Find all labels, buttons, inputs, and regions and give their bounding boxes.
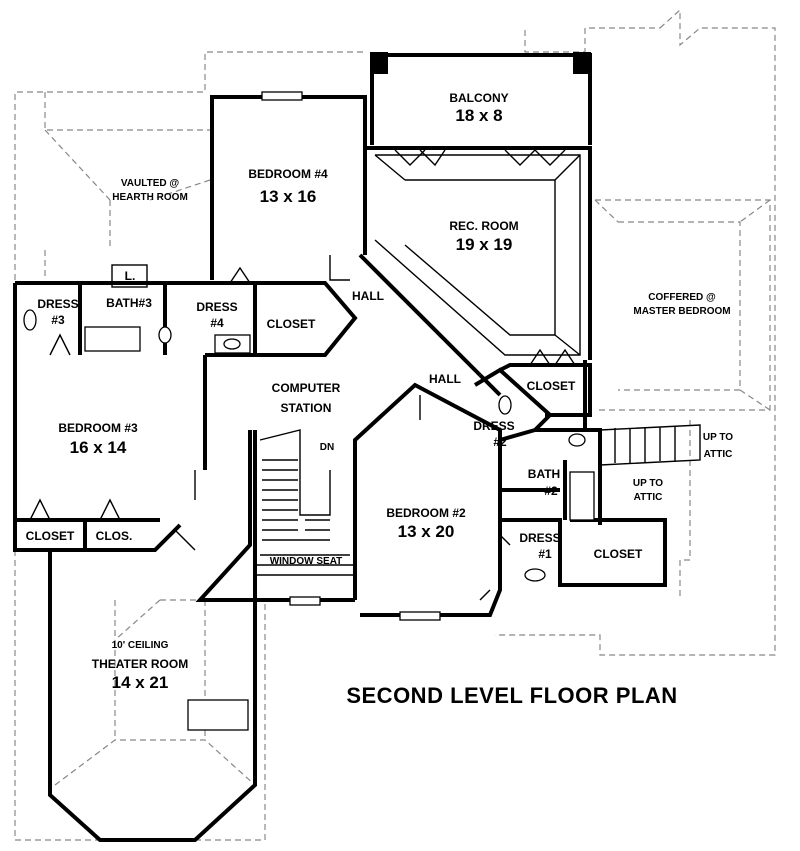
dress3-num: #3: [51, 313, 65, 327]
computer-label-2: STATION: [281, 401, 332, 415]
post-right: [573, 52, 591, 74]
clos-bedroom3: CLOS.: [96, 529, 133, 543]
hall-upper: HALL: [352, 289, 384, 303]
bedroom4-size: 13 x 16: [260, 187, 317, 206]
dress2-label: DRESS: [473, 419, 514, 433]
theater-note: 10' CEILING: [112, 640, 169, 651]
laundry-label: L.: [125, 269, 136, 283]
bath2-label: BATH: [528, 467, 560, 481]
bedroom3-size: 16 x 14: [70, 438, 127, 457]
stair-down-label: DN: [320, 442, 334, 453]
bedroom2-size: 13 x 20: [398, 522, 455, 541]
dress1-label: DRESS: [519, 531, 560, 545]
rec-room-ceiling: [374, 154, 581, 356]
closet-bedroom4: CLOSET: [267, 317, 316, 331]
bedroom3-name: BEDROOM #3: [58, 421, 138, 435]
coffered-label-2: MASTER BEDROOM: [633, 306, 730, 317]
bedroom4-name: BEDROOM #4: [248, 167, 328, 181]
bathtub-3: [84, 326, 141, 352]
vaulted-label-1: VAULTED @: [121, 178, 180, 189]
windows: [187, 91, 441, 731]
theater-size: 14 x 21: [112, 673, 169, 692]
bath3-label: BATH#3: [106, 296, 152, 310]
closet-bedroom3: CLOSET: [26, 529, 75, 543]
rec-room-name: REC. ROOM: [449, 219, 518, 233]
room-labels: BALCONY 18 x 8 BEDROOM #4 13 x 16 REC. R…: [26, 91, 734, 708]
dress1-num: #1: [538, 547, 552, 561]
bath2-num: #2: [544, 484, 558, 498]
attic-up-1: UP TO: [703, 432, 733, 443]
staircase: [255, 424, 701, 576]
dress4-label: DRESS: [196, 300, 237, 314]
rec-room-size: 19 x 19: [456, 235, 513, 254]
plan-title: SECOND LEVEL FLOOR PLAN: [346, 683, 677, 708]
attic-up-2b: ATTIC: [634, 492, 663, 503]
door-swings: [29, 149, 576, 601]
dress4-num: #4: [210, 316, 224, 330]
coffered-label-1: COFFERED @: [648, 292, 716, 303]
post-left: [370, 52, 388, 74]
fixtures: [23, 309, 595, 582]
balcony-size: 18 x 8: [455, 106, 502, 125]
computer-label-1: COMPUTER: [272, 381, 341, 395]
closet-rec: CLOSET: [527, 379, 576, 393]
dress3-label: DRESS: [37, 297, 78, 311]
vaulted-label-2: HEARTH ROOM: [112, 192, 188, 203]
attic-up-2: UP TO: [633, 478, 663, 489]
window-seat-label: WINDOW SEAT: [270, 556, 343, 567]
attic-up-1b: ATTIC: [704, 449, 733, 460]
dress2-num: #2: [493, 435, 507, 449]
theater-name: THEATER ROOM: [92, 657, 188, 671]
closet-bedroom2: CLOSET: [594, 547, 643, 561]
balcony-name: BALCONY: [449, 91, 508, 105]
hall-lower: HALL: [429, 372, 461, 386]
bedroom2-name: BEDROOM #2: [386, 506, 466, 520]
walls: [13, 53, 667, 842]
bathtub-2: [569, 471, 595, 521]
